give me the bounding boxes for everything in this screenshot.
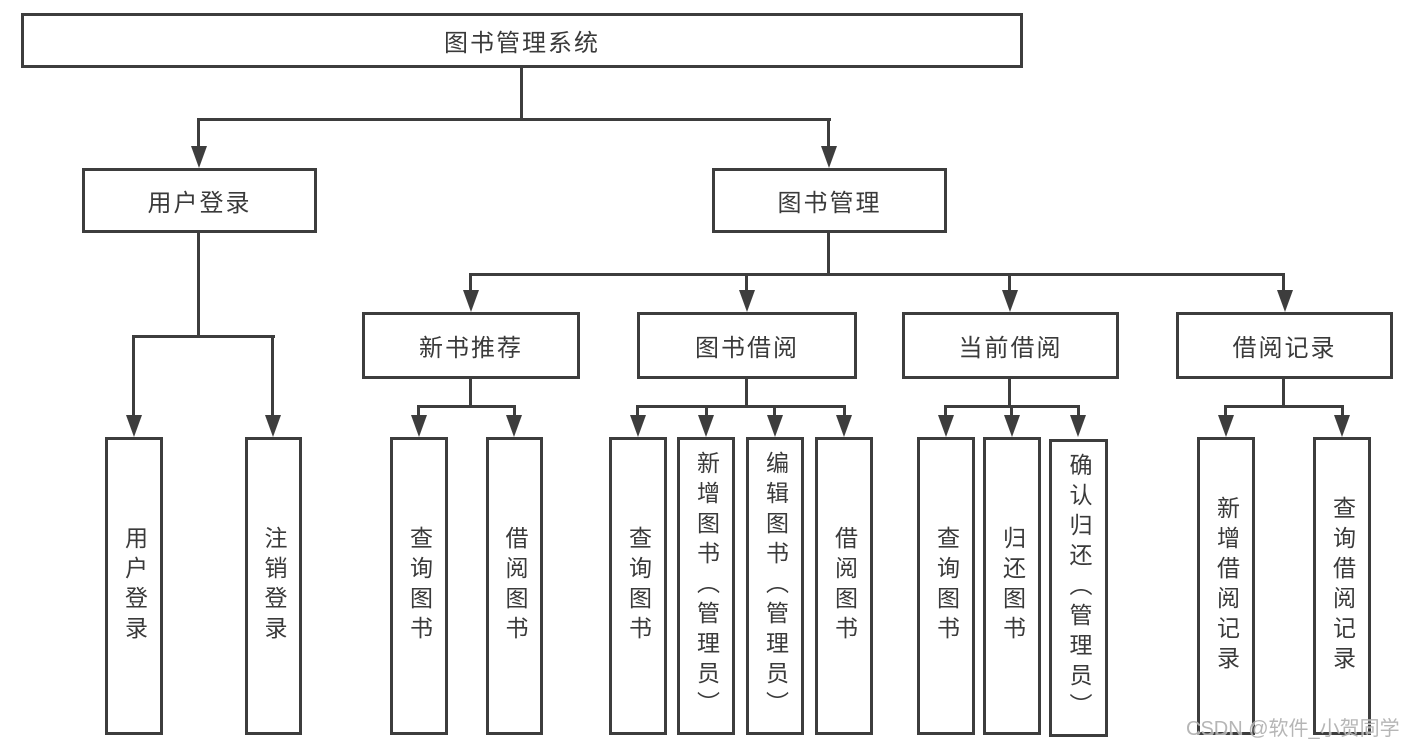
connector-line	[417, 405, 516, 408]
connector-line	[745, 273, 748, 292]
connector-line	[1010, 405, 1013, 417]
arrow-down	[836, 415, 852, 437]
leaf-query-borrow-record-label: 查询借阅记录	[1329, 496, 1356, 676]
connector-line	[1077, 405, 1080, 417]
node-root-label: 图书管理系统	[444, 30, 600, 57]
leaf-add-book-admin-label: 新增图书（管理员）	[693, 451, 720, 721]
arrow-down	[463, 290, 479, 312]
arrow-down	[739, 290, 755, 312]
arrow-down	[821, 146, 837, 168]
leaf-return-book: 归还图书	[983, 437, 1041, 735]
arrow-down	[938, 415, 954, 437]
node-book-management-label: 图书管理	[777, 190, 882, 217]
arrow-down	[191, 146, 207, 168]
connector-line	[197, 118, 200, 148]
node-new-book-recommend-label: 新书推荐	[419, 335, 523, 362]
leaf-borrow-books: 借阅图书	[815, 437, 873, 735]
arrow-down	[506, 415, 522, 437]
connector-line	[271, 335, 274, 417]
connector-line	[636, 405, 846, 408]
connector-line	[827, 118, 830, 148]
node-current-borrow: 当前借阅	[902, 312, 1119, 379]
connector-line	[197, 233, 200, 335]
leaf-borrow-books-recommend: 借阅图书	[486, 437, 543, 735]
leaf-add-borrow-record: 新增借阅记录	[1197, 437, 1255, 735]
connector-line	[1282, 379, 1285, 405]
connector-line	[520, 66, 523, 118]
connector-line	[469, 273, 1285, 276]
connector-line	[1282, 273, 1285, 292]
connector-line	[843, 405, 846, 417]
arrow-down	[265, 415, 281, 437]
node-new-book-recommend: 新书推荐	[362, 312, 580, 379]
connector-line	[745, 379, 748, 405]
leaf-logout-label: 注销登录	[261, 526, 287, 646]
arrow-down	[1070, 415, 1086, 437]
leaf-query-books-current: 查询图书	[917, 437, 975, 735]
leaf-user-login: 用户登录	[105, 437, 163, 735]
arrow-down	[411, 415, 427, 437]
connector-line	[773, 405, 776, 417]
connector-line	[1341, 405, 1344, 417]
connector-line	[132, 335, 135, 417]
leaf-query-books-recommend: 查询图书	[390, 437, 448, 735]
leaf-user-login-label: 用户登录	[121, 526, 148, 646]
connector-line	[1224, 405, 1227, 417]
node-book-management: 图书管理	[712, 168, 947, 233]
node-current-borrow-label: 当前借阅	[958, 335, 1063, 362]
leaf-borrow-books-recommend-label: 借阅图书	[502, 526, 528, 646]
connector-line	[513, 405, 516, 417]
connector-line	[132, 335, 275, 338]
leaf-query-books-recommend-label: 查询图书	[406, 526, 433, 646]
arrow-down	[1218, 415, 1234, 437]
node-user-login: 用户登录	[82, 168, 317, 233]
arrow-down	[698, 415, 714, 437]
leaf-query-borrow-record: 查询借阅记录	[1313, 437, 1371, 735]
node-book-borrow-label: 图书借阅	[695, 335, 799, 362]
watermark: CSDN @软件_小贺同学	[1186, 718, 1400, 740]
node-root: 图书管理系统	[21, 13, 1023, 68]
leaf-borrow-books-label: 借阅图书	[831, 526, 858, 646]
node-borrow-records-label: 借阅记录	[1232, 335, 1337, 362]
leaf-query-books-borrow-label: 查询图书	[625, 526, 652, 646]
leaf-edit-book-admin-label: 编辑图书（管理员）	[762, 451, 789, 721]
leaf-logout: 注销登录	[245, 437, 302, 735]
connector-line	[944, 405, 947, 417]
leaf-return-book-label: 归还图书	[999, 526, 1026, 646]
node-book-borrow: 图书借阅	[637, 312, 857, 379]
leaf-query-books-borrow: 查询图书	[609, 437, 667, 735]
leaf-query-books-current-label: 查询图书	[933, 526, 960, 646]
connector-line	[1008, 273, 1011, 292]
leaf-add-book-admin: 新增图书（管理员）	[677, 437, 735, 735]
arrow-down	[1004, 415, 1020, 437]
connector-line	[827, 233, 830, 273]
leaf-edit-book-admin: 编辑图书（管理员）	[746, 437, 804, 735]
leaf-confirm-return-admin-label: 确认归还（管理员）	[1066, 453, 1092, 723]
arrow-down	[126, 415, 142, 437]
connector-line	[636, 405, 639, 417]
leaf-add-borrow-record-label: 新增借阅记录	[1213, 496, 1240, 676]
connector-line	[705, 405, 708, 417]
connector-line	[1008, 379, 1011, 405]
arrow-down	[1277, 290, 1293, 312]
connector-line	[1224, 405, 1344, 408]
node-borrow-records: 借阅记录	[1176, 312, 1393, 379]
connector-line	[417, 405, 420, 417]
node-user-login-label: 用户登录	[147, 190, 252, 217]
connector-line	[469, 379, 472, 405]
connector-line	[469, 273, 472, 292]
leaf-confirm-return-admin: 确认归还（管理员）	[1049, 439, 1108, 737]
arrow-down	[1002, 290, 1018, 312]
arrow-down	[1334, 415, 1350, 437]
connector-line	[197, 118, 831, 121]
arrow-down	[630, 415, 646, 437]
arrow-down	[767, 415, 783, 437]
